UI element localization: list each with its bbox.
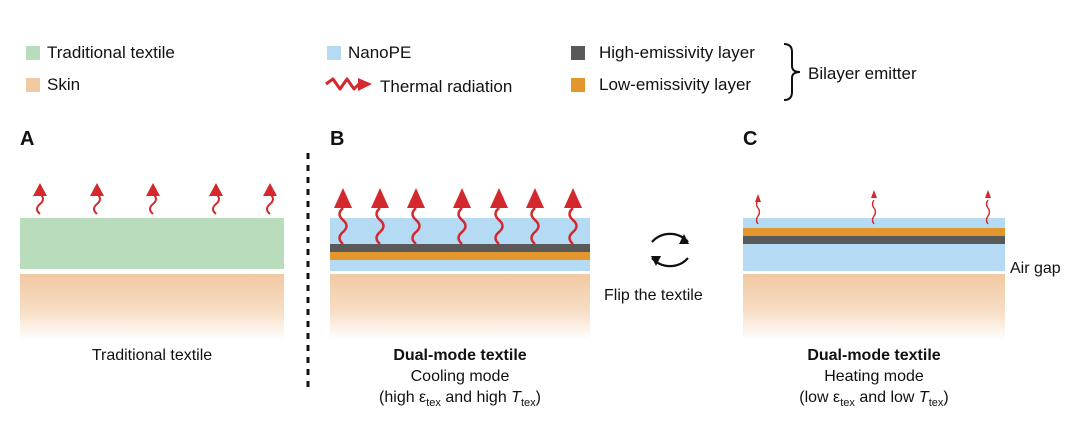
panel-a-caption: Traditional textile [91, 347, 213, 364]
panel-c-cond-close: ) [943, 389, 949, 406]
legend-thermal-radiation-icon [325, 77, 372, 91]
legend-label-low-emissivity: Low-emissivity layer [599, 75, 752, 94]
panel-c-cond-sub2: tex [928, 397, 944, 409]
legend-label-bilayer-emitter: Bilayer emitter [808, 64, 917, 83]
panel-a-arrowhead-3 [146, 183, 160, 196]
panel-b-skin [330, 274, 590, 340]
panel-a-arrowhead-2 [90, 183, 104, 196]
panel-c-arrowheads [755, 190, 991, 202]
legend-label-traditional-textile: Traditional textile [47, 43, 175, 62]
panel-b-caption: Dual-mode textile Cooling mode (high εte… [330, 345, 590, 414]
legend-swatch-skin [26, 78, 40, 92]
panel-a-letter: A [20, 128, 35, 150]
panel-c-cond-mid: and low [854, 389, 919, 406]
panel-c-mode: Heating mode [824, 368, 924, 385]
panel-b-letter: B [330, 128, 345, 150]
panel-a-arrowhead-4 [209, 183, 223, 196]
panel-c-low-emissivity-layer [743, 228, 1005, 236]
panel-b-textile [330, 218, 590, 271]
panel-c-letter: C [743, 128, 758, 150]
panel-b-radiation-arrows [338, 207, 578, 245]
panel-c-skin [743, 274, 1005, 340]
panel-c-title: Dual-mode textile [807, 347, 941, 364]
panel-b-cond-sub2: tex [520, 397, 536, 409]
panel-c-cond-sub: tex [840, 397, 855, 409]
flip-label: Flip the textile [604, 287, 703, 304]
panel-b-low-emissivity-layer [330, 252, 590, 260]
legend-swatch-traditional-textile [26, 46, 40, 60]
panel-b-title: Dual-mode textile [393, 347, 527, 364]
panel-c-high-emissivity-layer [743, 236, 1005, 244]
panel-c-cond-T: T [918, 389, 929, 406]
panel-c-condition: (low εtex and low Ttex) [743, 387, 1005, 414]
legend-label-skin: Skin [47, 75, 81, 94]
panel-b-cond-sub: tex [426, 397, 441, 409]
panel-c-caption: Dual-mode textile Heating mode (low εtex… [743, 345, 1005, 414]
panel-a-skin [20, 274, 284, 340]
panel-a-radiation-arrows [36, 193, 274, 215]
flip-cycle-icon [651, 232, 689, 268]
panel-b-mode: Cooling mode [410, 368, 510, 385]
legend-label-high-emissivity: High-emissivity layer [599, 43, 755, 62]
panel-a-arrowhead-5 [263, 183, 277, 196]
bilayer-bracket [783, 43, 801, 101]
panel-c-cond-open: (low ε [799, 389, 841, 406]
legend-label-thermal-radiation: Thermal radiation [380, 77, 513, 96]
legend-label-nanope: NanoPE [348, 43, 412, 62]
panel-c-radiation-arrows [755, 199, 991, 225]
panel-b-arrowheads [334, 188, 582, 208]
air-gap-label: Air gap [1010, 260, 1061, 277]
legend-swatch-high-emissivity [571, 46, 585, 60]
legend-swatch-low-emissivity [571, 78, 585, 92]
panel-b-cond-T: T [511, 389, 521, 406]
panel-b-cond-close: ) [535, 389, 541, 406]
legend-swatch-nanope [327, 46, 341, 60]
panel-b-cond-mid: and high [440, 389, 512, 406]
panel-c-textile [743, 218, 1005, 271]
panel-b-high-emissivity-layer [330, 244, 590, 252]
panel-a-traditional-textile [20, 218, 284, 269]
panel-a-arrowhead-1 [33, 183, 47, 196]
panel-b-condition: (high εtex and high Ttex) [330, 387, 590, 414]
panel-b-cond-open: (high ε [379, 389, 427, 406]
